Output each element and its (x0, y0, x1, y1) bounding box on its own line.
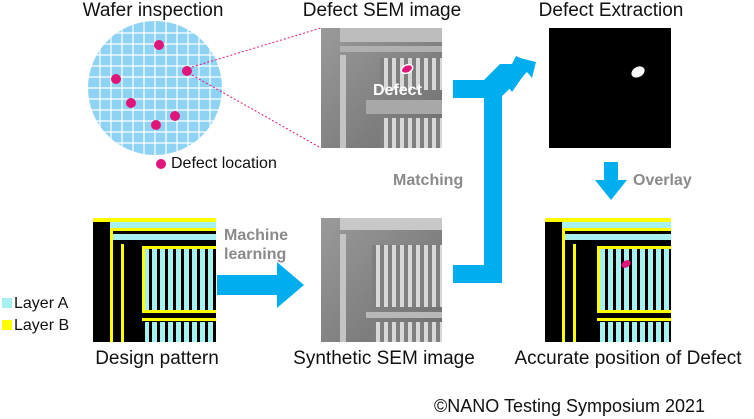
legend-layer-a-label: Layer A (14, 295, 69, 312)
sem-defect-label: Defect (373, 82, 422, 99)
defect-sem-title: Defect SEM image (302, 0, 462, 21)
legend-layer-a-swatch (2, 298, 12, 308)
legend-defect-dot (156, 159, 166, 169)
wafer-map (88, 21, 222, 155)
synthetic-sem-image (321, 218, 442, 342)
design-pattern-image (93, 218, 216, 342)
defect-dot (151, 120, 161, 130)
sem-defect-mark (400, 63, 414, 75)
defect-dot (111, 74, 121, 84)
overlay-arrow (595, 162, 627, 200)
overlay-defect-mark (621, 260, 631, 268)
wafer-inspection-title: Wafer inspection (82, 0, 224, 21)
overlay-label: Overlay (633, 172, 692, 189)
zoom-line-top (191, 27, 322, 68)
synthetic-sem-caption: Synthetic SEM image (293, 348, 475, 369)
accurate-position-image (545, 218, 671, 342)
defect-sem-image (321, 28, 442, 148)
defect-extraction-title: Defect Extraction (538, 0, 684, 21)
machine-learning-arrow (217, 262, 304, 308)
design-pattern-caption: Design pattern (95, 348, 219, 369)
defect-location-label: Defect location (171, 155, 277, 172)
zoom-line-bottom (191, 74, 322, 149)
accurate-position-caption: Accurate position of Defect (514, 348, 742, 369)
legend-layer-b-label: Layer B (14, 317, 70, 334)
machine-learning-label-line1: Machine (224, 227, 289, 244)
defect-dot (154, 40, 164, 50)
matching-arrowhead (490, 58, 536, 98)
copyright-notice: ©NANO Testing Symposium 2021 (434, 396, 706, 416)
defect-dot (182, 66, 192, 76)
matching-arrow-vertical (484, 80, 502, 283)
matching-label: Matching (393, 172, 464, 189)
extracted-defect (631, 66, 645, 78)
defect-extraction-image (549, 28, 671, 148)
legend-layer-b-swatch (2, 320, 12, 330)
machine-learning-label-line2: learning (224, 246, 287, 263)
defect-dot (126, 98, 136, 108)
defect-dot (170, 111, 180, 121)
arrows (217, 56, 627, 308)
